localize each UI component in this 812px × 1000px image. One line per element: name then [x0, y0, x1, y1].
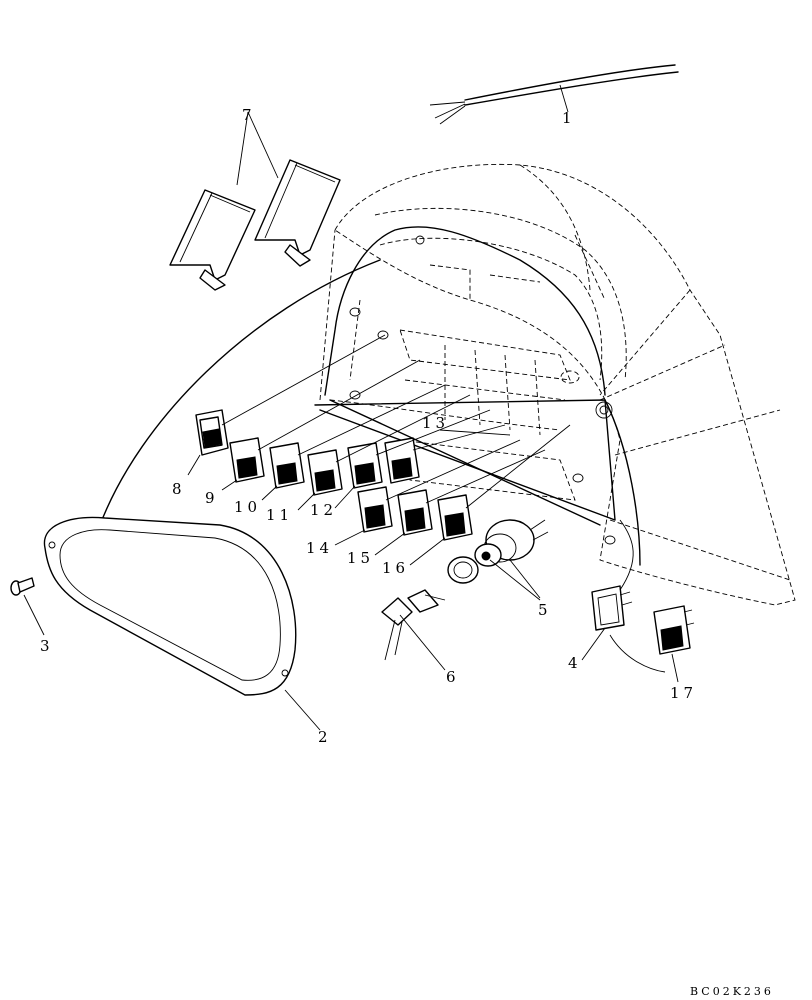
callout-2: 2 [318, 728, 332, 746]
callout-17: 17 [670, 684, 697, 702]
callout-10: 10 [234, 498, 261, 516]
mounting-bracket [169, 111, 341, 291]
callout-15: 15 [347, 549, 374, 567]
callout-9: 9 [205, 489, 219, 507]
callout-1: 1 [562, 109, 576, 127]
rocker-switch-10 [261, 442, 305, 501]
rocker-switch-16 [409, 494, 473, 566]
wire-harness [429, 64, 679, 125]
gauge-bezel [43, 516, 321, 731]
callout-3: 3 [40, 637, 54, 655]
drawing-code: BC02K236 [690, 985, 774, 998]
rocker-switch-17 [653, 605, 695, 683]
console-housing-phantom [319, 163, 796, 606]
callout-14: 14 [306, 539, 333, 557]
callout-7: 7 [242, 106, 256, 124]
callout-16: 16 [382, 559, 409, 577]
callout-8: 8 [172, 480, 186, 498]
rocker-switch-13 [384, 437, 420, 484]
rocker-switch-12 [334, 442, 383, 509]
leader-lines [221, 334, 571, 509]
callout-labels: 1 7 8 9 10 11 12 13 14 15 16 5 6 4 17 3 … [40, 106, 774, 998]
rocker-switch-11 [297, 449, 343, 511]
callout-11: 11 [266, 506, 293, 524]
ignition-switch [447, 519, 549, 601]
rocker-switch-9 [221, 437, 265, 491]
callout-12: 12 [310, 501, 337, 519]
callout-13: 13 [422, 414, 449, 432]
rocker-switch-15 [374, 489, 433, 556]
callout-6: 6 [446, 668, 460, 686]
callout-5: 5 [538, 601, 552, 619]
indicator-lamp [581, 519, 666, 673]
callout-4: 4 [568, 654, 582, 672]
rocker-switch-14 [334, 486, 393, 546]
screw [10, 577, 45, 636]
ignition-keys [381, 589, 446, 671]
rocker-switch-8 [187, 409, 229, 476]
instrument-panel [99, 226, 641, 566]
